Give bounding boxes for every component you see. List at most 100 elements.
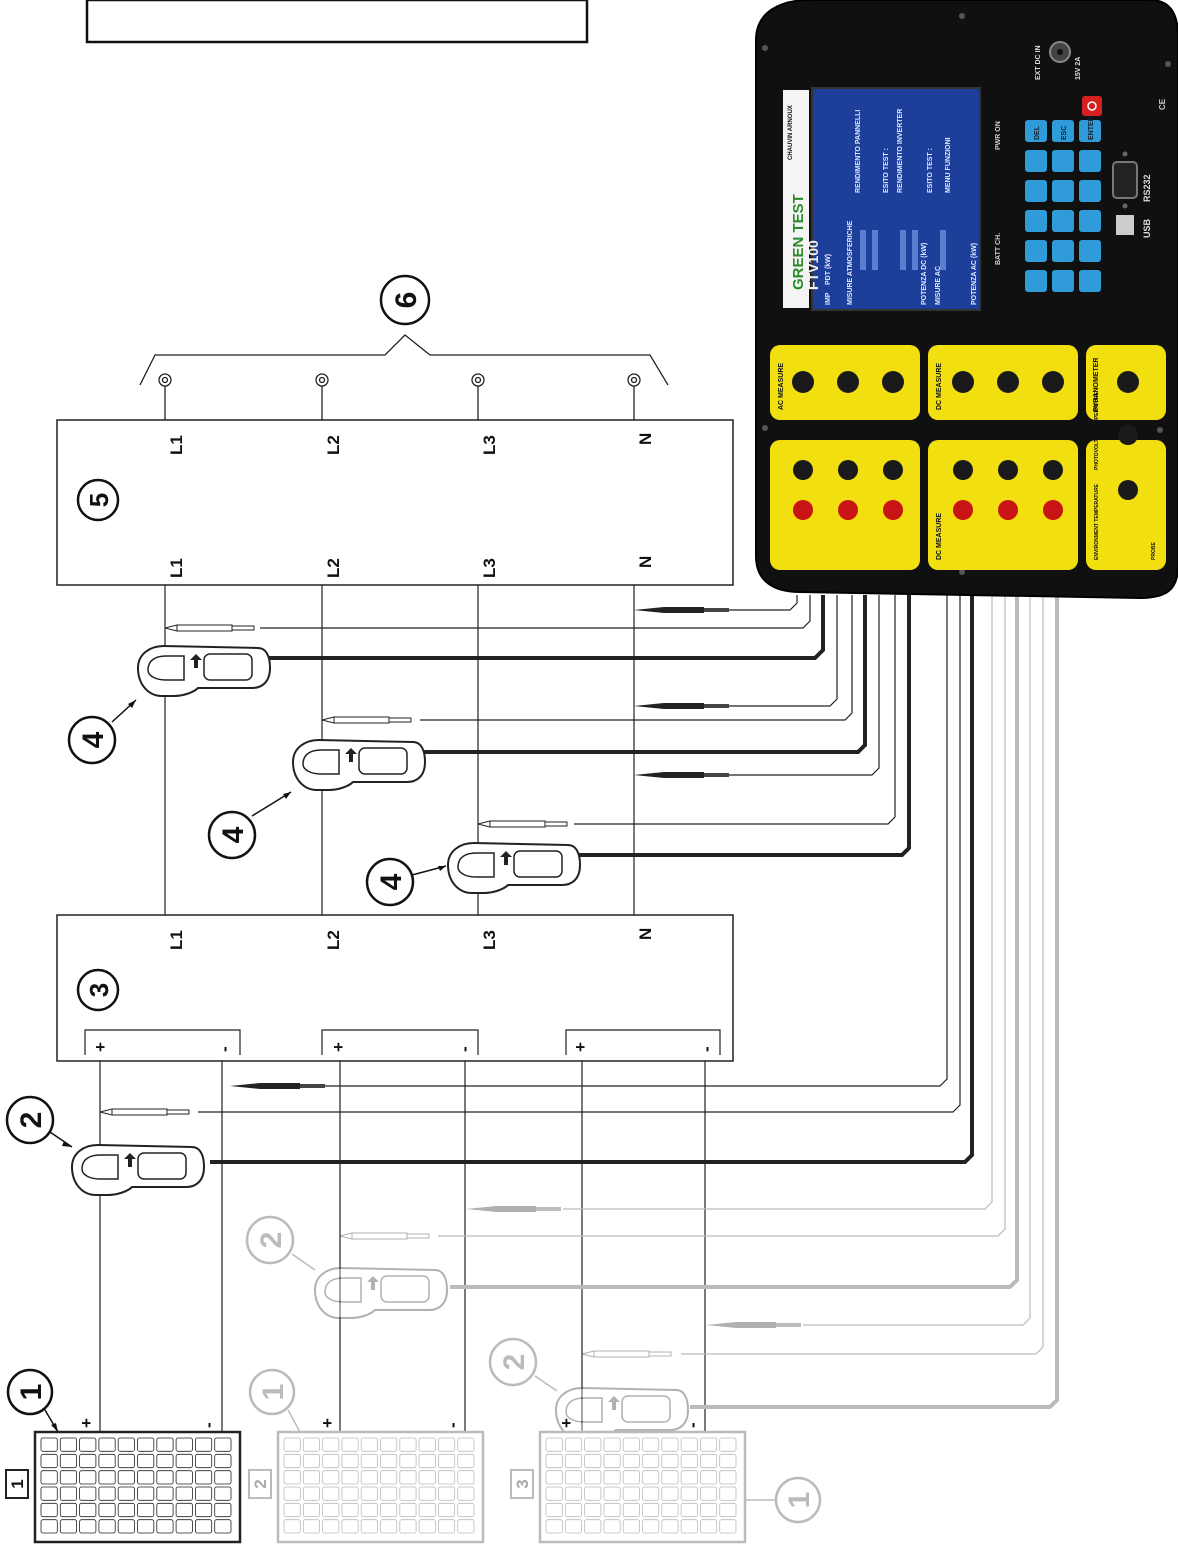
solar-cell [564, 1486, 582, 1501]
svg-text:AC MEASURE: AC MEASURE [778, 363, 785, 410]
svg-text:POTENZA AC (kW): POTENZA AC (kW) [971, 243, 978, 305]
solar-cell [642, 1470, 660, 1485]
callout-5: 5 [76, 478, 120, 522]
svg-text:USB: USB [1142, 218, 1152, 238]
ac-current-clamp-l2 [292, 739, 426, 791]
svg-text:-: - [697, 1046, 716, 1052]
solar-cell [194, 1453, 213, 1469]
dc-lines-string1 [99, 1061, 223, 1432]
callout-2-c: 2 [488, 1337, 558, 1392]
svg-text:ESITO TEST :: ESITO TEST : [883, 148, 890, 193]
solar-cell [59, 1437, 77, 1452]
solar-cell [584, 1453, 602, 1469]
svg-text:+: + [557, 1418, 576, 1428]
solar-cell [564, 1470, 582, 1485]
solar-cell [380, 1519, 398, 1534]
dc-current-clamp-string3 [555, 1387, 689, 1439]
solar-cell [360, 1486, 378, 1501]
svg-text:ENTER: ENTER [1088, 116, 1095, 140]
dc-lines-string3 [581, 1061, 706, 1432]
callout-3: 3 [76, 968, 120, 1012]
solar-cell [156, 1519, 174, 1534]
solar-cell [603, 1519, 621, 1534]
callout-6: 6 [379, 274, 431, 326]
svg-text:-: - [215, 1046, 234, 1052]
solar-cell [98, 1502, 116, 1518]
dc-voltage-probe-minus-3 [706, 1322, 801, 1328]
svg-text:+: + [91, 1042, 110, 1052]
solar-cell [175, 1437, 193, 1452]
ac-box-bottom-n: N [636, 556, 655, 568]
solar-cell [642, 1486, 660, 1501]
solar-cell [622, 1453, 640, 1469]
svg-text:PROBE: PROBE [1151, 542, 1157, 560]
svg-text:-: - [199, 1422, 218, 1428]
solar-cell [719, 1519, 737, 1534]
solar-cell [564, 1519, 582, 1534]
solar-cell [418, 1502, 436, 1518]
solar-cell [437, 1453, 456, 1469]
solar-cell [584, 1519, 602, 1534]
solar-cell [642, 1519, 660, 1534]
solar-cell [584, 1486, 602, 1501]
solar-cell [380, 1502, 398, 1518]
solar-cell [341, 1453, 359, 1469]
solar-cell [399, 1437, 417, 1452]
device-io-ports: EXT DC IN 15V 2A RS232 USB CE [1035, 41, 1167, 238]
solar-cell [79, 1486, 97, 1501]
solar-cell [117, 1502, 135, 1518]
svg-text:POTENZA DC (kW): POTENZA DC (kW) [921, 243, 928, 305]
solar-cell [59, 1519, 77, 1534]
inverter-box [56, 914, 734, 1062]
solar-cell [661, 1453, 679, 1469]
solar-cell [437, 1437, 456, 1452]
solar-cell [603, 1470, 621, 1485]
dc-measurement-cables-string2 [438, 595, 1019, 1289]
solar-cell [79, 1502, 97, 1518]
ac-box-top-l1: L1 [167, 435, 186, 455]
solar-cell [40, 1502, 58, 1518]
solar-cell [117, 1470, 135, 1485]
dc-lines-string2 [339, 1061, 466, 1432]
solar-cell [584, 1470, 602, 1485]
svg-text:PDT (kW): PDT (kW) [825, 254, 832, 285]
solar-cell [457, 1519, 475, 1534]
callout-2-b: 2 [245, 1215, 316, 1271]
inverter-l3: L3 [480, 930, 499, 950]
solar-cell [214, 1437, 232, 1452]
solar-cell [437, 1470, 456, 1485]
title-frame [85, 0, 589, 44]
solar-cell [700, 1437, 718, 1452]
svg-text:MISURE AC: MISURE AC [935, 266, 942, 305]
solar-cell [418, 1453, 436, 1469]
solar-cell [283, 1453, 301, 1469]
solar-cell [680, 1470, 698, 1485]
solar-cell [719, 1486, 737, 1501]
plate-pyranometer: PYRANOMETER [1086, 345, 1166, 420]
callout-1-c: 1 [745, 1476, 822, 1524]
solar-cell [680, 1502, 698, 1518]
solar-cell [341, 1486, 359, 1501]
ac-current-clamp-l1 [137, 645, 271, 697]
solar-cell [175, 1519, 193, 1534]
solar-cell [214, 1470, 232, 1485]
solar-cell [283, 1502, 301, 1518]
svg-text:4: 4 [77, 731, 110, 748]
ac-voltage-probe-n-3 [634, 772, 729, 778]
svg-text:EXT DC IN: EXT DC IN [1035, 45, 1042, 80]
svg-text:ENVIRONMENT TEMPERATURE: ENVIRONMENT TEMPERATURE [1094, 483, 1100, 560]
solar-cell [719, 1453, 737, 1469]
solar-cell [117, 1437, 135, 1452]
solar-cell [360, 1502, 378, 1518]
solar-cell [302, 1502, 320, 1518]
solar-cell [137, 1453, 155, 1469]
inverter-l2: L2 [324, 930, 343, 950]
solar-cell [137, 1437, 155, 1452]
solar-cell [545, 1453, 563, 1469]
pv-panel-3: 3 [510, 1430, 747, 1544]
solar-cell [98, 1519, 116, 1534]
svg-text:4: 4 [375, 873, 408, 890]
pv-panel-1: 1 [5, 1430, 242, 1544]
solar-cell [661, 1470, 679, 1485]
